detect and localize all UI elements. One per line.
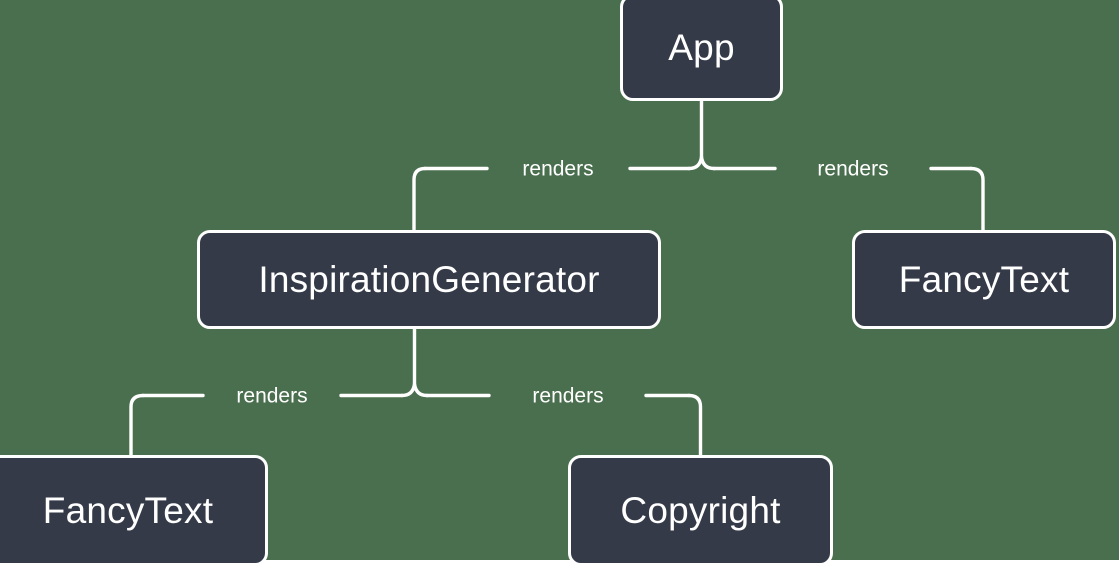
node-inspiration-generator-label: InspirationGenerator [258,259,600,300]
edge-label-inspgen-copyright: renders [532,384,604,408]
edge-app-to-fancytext-right [969,166,985,232]
node-fancytext-bottom-left-label: FancyText [42,490,214,531]
edge-inspgen-to-fancytext-bottom [129,393,145,457]
node-fancytext-bottom-left[interactable]: FancyText [0,455,268,566]
edge-inspgen-junction [400,382,429,398]
edge-inspgen-to-copyright [687,393,703,457]
node-fancytext-right-label: FancyText [898,259,1070,300]
edge-app-junction [687,155,716,171]
edge-label-inspgen-fancytext: renders [236,384,308,408]
edge-app-to-inspgen [412,166,427,232]
node-fancytext-right[interactable]: FancyText [852,230,1116,329]
node-inspiration-generator[interactable]: InspirationGenerator [197,230,661,329]
edge-label-app-inspgen: renders [522,157,594,181]
node-app-label: App [668,27,735,68]
node-app[interactable]: App [620,0,783,101]
node-copyright-label: Copyright [620,490,781,531]
edge-label-app-fancytext: renders [817,157,889,181]
node-copyright[interactable]: Copyright [568,455,833,566]
